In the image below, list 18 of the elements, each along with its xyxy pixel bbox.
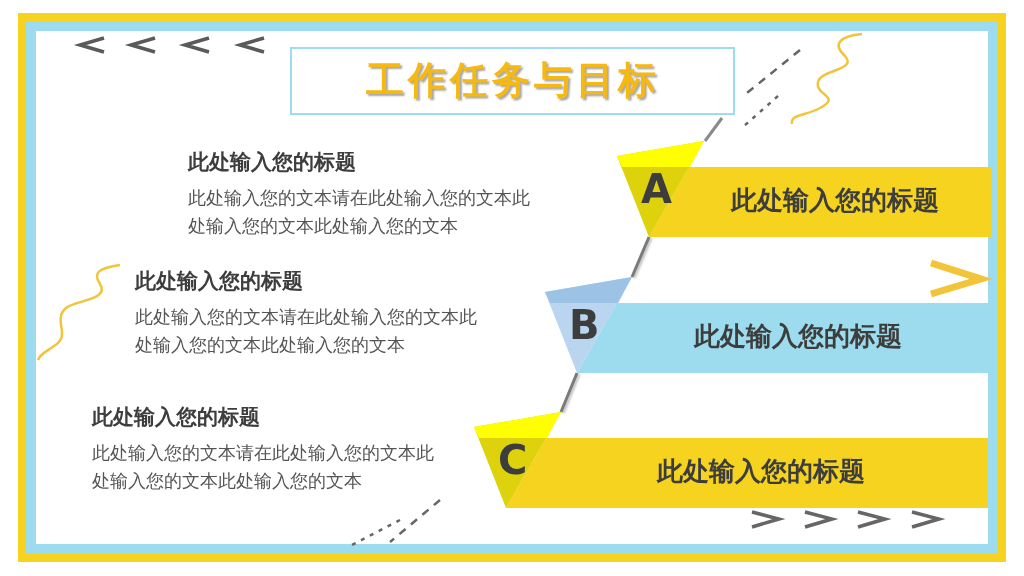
item-heading: 此处输入您的标题 — [188, 149, 356, 176]
banner-heading: 此处输入您的标题 — [729, 185, 940, 217]
item-heading: 此处输入您的标题 — [135, 268, 303, 295]
connector-line — [559, 372, 579, 413]
ribbon-banner — [617, 141, 992, 237]
connector-line — [630, 236, 651, 278]
banner-heading: 此处输入您的标题 — [692, 321, 903, 353]
description-text: 此处输入您的文本请在此处输入您的文本此处输入您的文本此处输入您的文本 — [135, 305, 478, 357]
step-letter: A — [641, 169, 672, 209]
item-heading: 此处输入您的标题 — [92, 404, 260, 431]
slide-title: 工作任务与目标 — [365, 60, 660, 102]
step-letter: C — [498, 440, 528, 480]
ribbon-banner — [474, 412, 988, 508]
banner-heading: 此处输入您的标题 — [655, 456, 866, 488]
ribbon-banner — [545, 277, 990, 373]
description-text: 此处输入您的文本请在此处输入您的文本此处输入您的文本此处输入您的文本 — [188, 186, 531, 238]
description-text: 此处输入您的文本请在此处输入您的文本此处输入您的文本此处输入您的文本 — [92, 441, 435, 493]
step-letter: B — [569, 305, 600, 345]
